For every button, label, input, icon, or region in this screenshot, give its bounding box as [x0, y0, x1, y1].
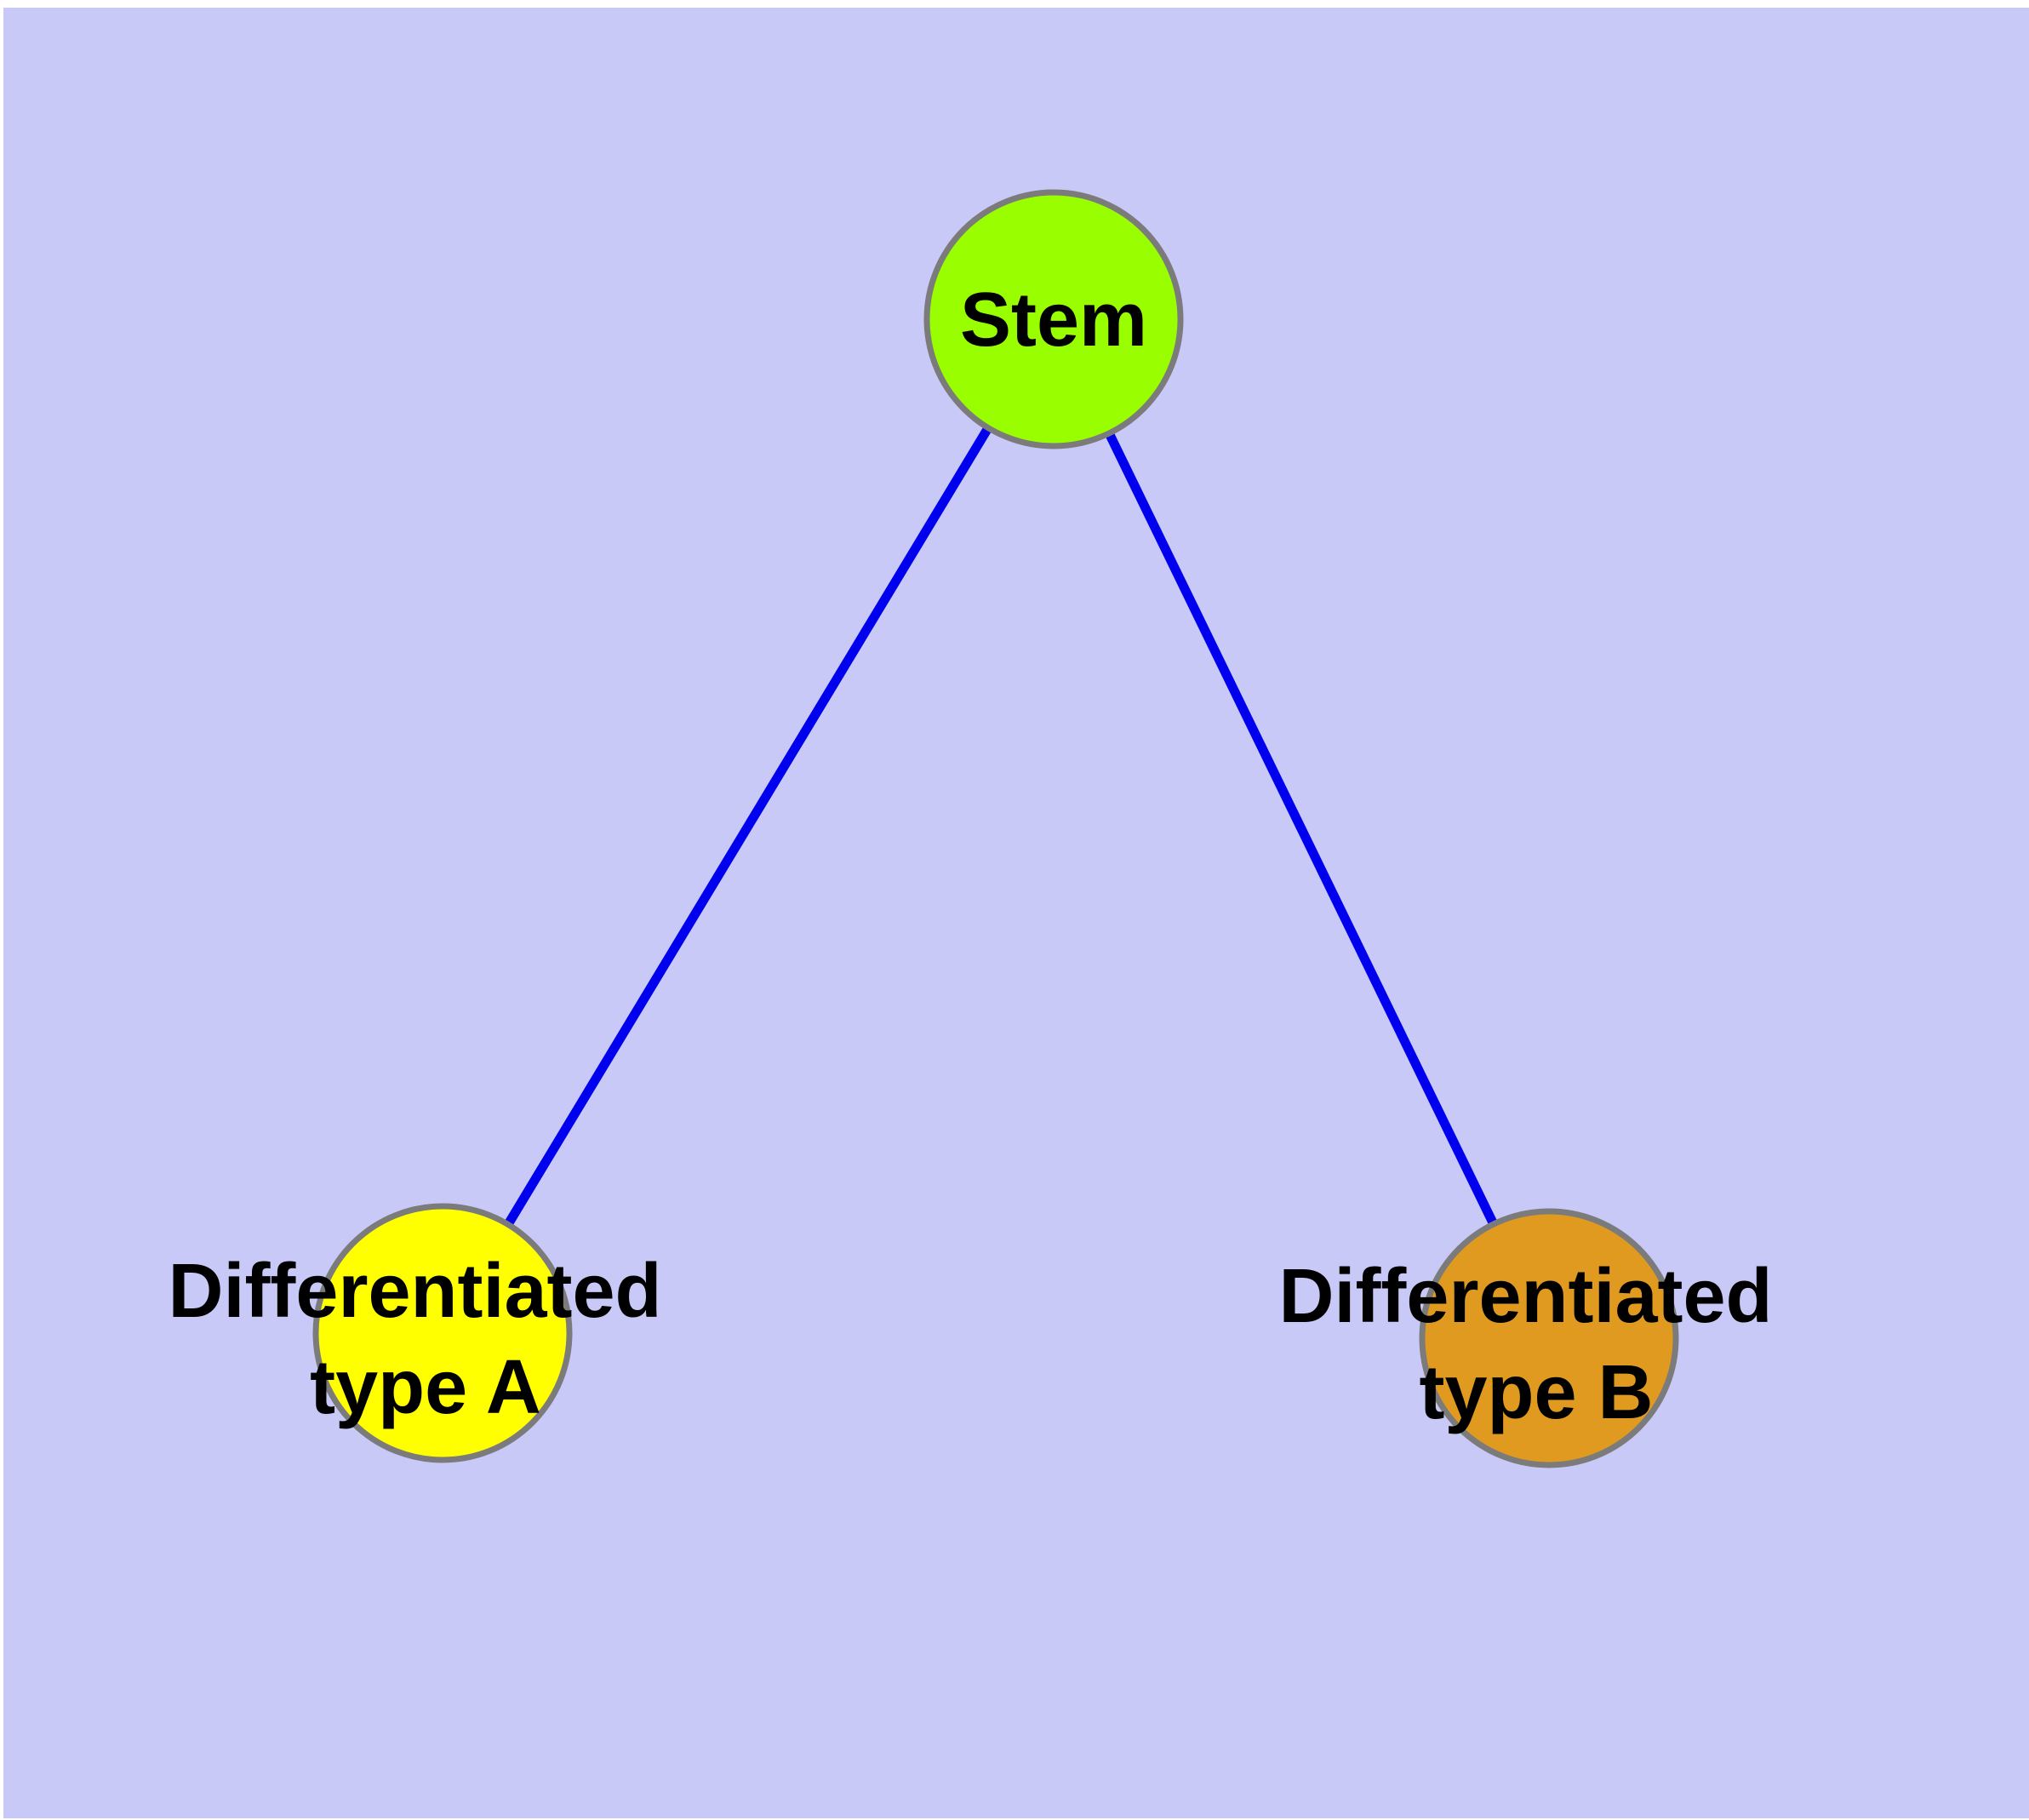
type-b-label-line-2: type B [1419, 1350, 1653, 1435]
edge-stem-to-type-b [1049, 317, 1553, 1341]
type-a-label: Differentiated type A [168, 1249, 683, 1430]
type-a-circle[interactable] [312, 1203, 573, 1463]
edge-stem-to-type-a [438, 317, 1058, 1336]
type-b-label: Differentiated type B [1278, 1254, 1793, 1435]
stem-label: Stem [960, 278, 1147, 363]
node-type-b[interactable]: Differentiated type B [1278, 1208, 1793, 1468]
stem-circle[interactable] [923, 189, 1184, 449]
type-b-label-line-1: Differentiated [1278, 1254, 1772, 1339]
type-a-label-line-1: Differentiated [168, 1249, 661, 1334]
node-type-a[interactable]: Differentiated type A [168, 1203, 683, 1463]
node-stem[interactable]: Stem [923, 189, 1184, 449]
type-b-circle[interactable] [1419, 1208, 1679, 1468]
type-a-label-line-2: type A [310, 1345, 541, 1430]
